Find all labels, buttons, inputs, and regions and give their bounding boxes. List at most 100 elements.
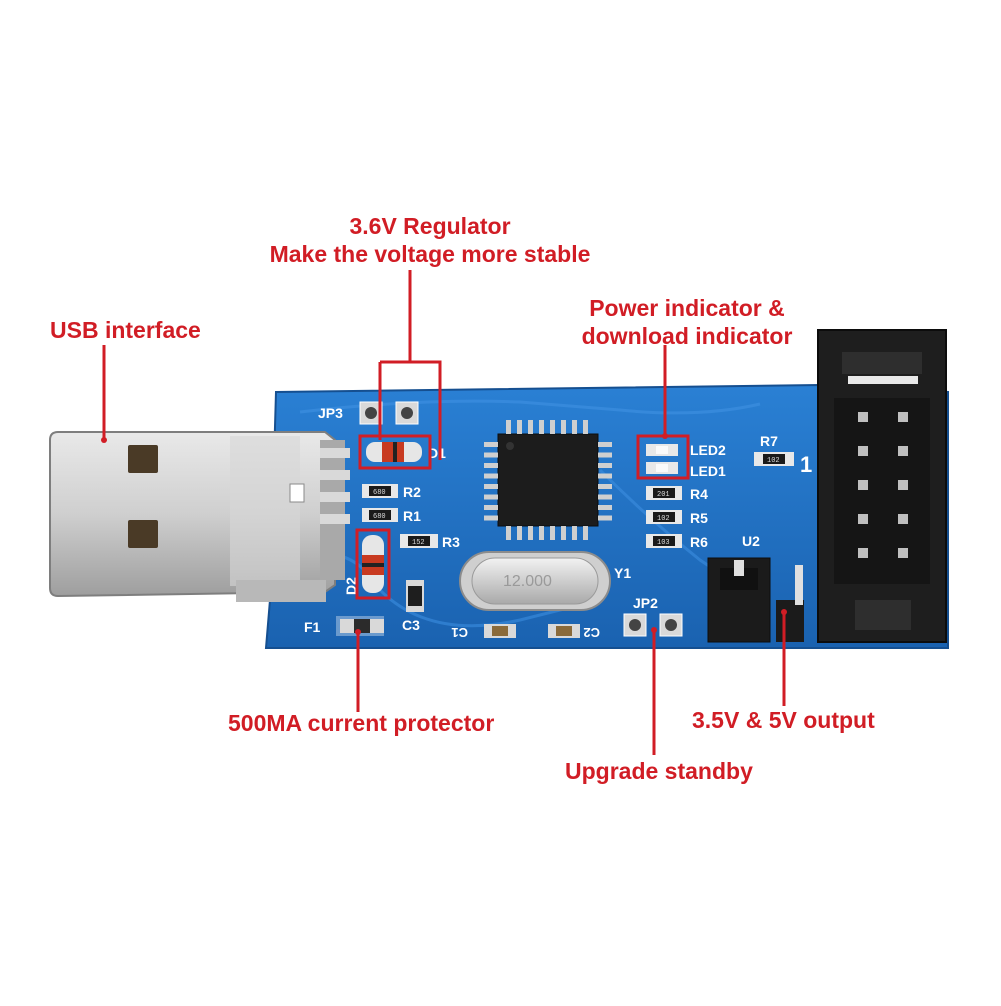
res-r1-code: 680: [373, 513, 386, 521]
diode-d2: D2: [343, 535, 384, 595]
idc-pin: [858, 446, 868, 456]
output-callout: 3.5V & 5V output: [692, 707, 875, 733]
chip-pin-bottom: [550, 526, 555, 540]
usb-callout: USB interface: [50, 317, 201, 343]
chip-pin-left: [484, 494, 498, 500]
jumper-u2: U2: [707, 533, 804, 643]
res-r5-code: 102: [657, 515, 670, 523]
chip-pin-right: [598, 494, 612, 500]
regulator-bracket: [380, 360, 442, 460]
idc-pin: [858, 514, 868, 524]
chip-pin-right: [598, 452, 612, 458]
annotation-overlays: [102, 270, 786, 755]
upgrade-callout: Upgrade standby: [565, 758, 753, 784]
regulator-callout-subtitle: Make the voltage more stable: [269, 241, 591, 267]
idc-header: [817, 329, 947, 643]
silk-led1: LED1: [690, 463, 726, 479]
leader-dots: [101, 433, 787, 635]
d1-highlight-box: [358, 434, 432, 470]
idc-pin: [898, 412, 908, 422]
capacitor-c3: C3: [402, 580, 424, 633]
silk-r1: R1: [403, 508, 421, 524]
res-r4-code: 201: [657, 491, 670, 499]
chip-pin-top: [517, 420, 522, 434]
silk-c2: C2: [583, 625, 600, 640]
chip-pin-right: [598, 515, 612, 521]
idc-pin: [898, 480, 908, 490]
chip-pin-left: [484, 442, 498, 447]
chip-pin-top: [506, 420, 511, 434]
chip-pin-bottom: [539, 526, 544, 540]
chip-pins: [484, 420, 612, 540]
chip-pin-right: [598, 484, 612, 489]
silk-jp2: JP2: [633, 595, 658, 611]
silk-f1: F1: [304, 619, 321, 635]
regulator-callout: 3.6V Regulator Make the voltage more sta…: [250, 212, 610, 268]
chip-pin-right: [598, 505, 612, 510]
chip-pin-bottom: [572, 526, 577, 540]
crystal-y1: 12.000 Y1: [459, 551, 631, 611]
indicator-callout: Power indicator & download indicator: [570, 294, 804, 350]
chip-pin-top: [572, 420, 577, 434]
silk-jp3: JP3: [318, 405, 343, 421]
resistors-right: 201 R4 102 R5 103 R6: [646, 486, 708, 550]
silk-pin1: 1: [800, 452, 812, 477]
chip-pin-left: [484, 515, 498, 521]
indicator-callout-line2: download indicator: [581, 323, 793, 349]
diode-d1: D1: [366, 442, 446, 462]
chip-pin-right: [598, 463, 612, 468]
chip-pin-bottom: [506, 526, 511, 540]
chip-pin-bottom: [528, 526, 533, 540]
chip-pin-left: [484, 452, 498, 458]
fuse-callout: 500MA current protector: [228, 710, 495, 736]
silk-d1: D1: [428, 445, 446, 461]
chip-pin-left: [484, 473, 498, 479]
silk-c3: C3: [402, 617, 420, 633]
silk-r2: R2: [403, 484, 421, 500]
leds: LED2 LED1: [646, 442, 726, 479]
silk-r7: R7: [760, 433, 778, 449]
silk-r6: R6: [690, 534, 708, 550]
silk-u2: U2: [742, 533, 760, 549]
idc-pins: [858, 412, 908, 558]
silk-r4: R4: [690, 486, 708, 502]
res-r6-code: 103: [657, 539, 670, 547]
d2-highlight-box: [355, 528, 391, 600]
chip-pin-bottom: [583, 526, 588, 540]
jp3-pads: JP3: [318, 401, 419, 425]
silk-led2: LED2: [690, 442, 726, 458]
chip-pin-top: [583, 420, 588, 434]
microcontroller-chip: [497, 433, 599, 527]
chip-pin-top: [561, 420, 566, 434]
res-r2-code: 680: [373, 489, 386, 497]
chip-pin-left: [484, 505, 498, 510]
fuse-f1: F1: [304, 616, 384, 636]
capacitors-c1-c2: C1 C2: [451, 624, 600, 640]
chip-pin-left: [484, 463, 498, 468]
res-r7-code: 102: [767, 457, 780, 465]
resistor-r7: R7 102 1: [754, 433, 812, 477]
indicator-callout-line1: Power indicator &: [589, 295, 785, 321]
silk-r3: R3: [442, 534, 460, 550]
idc-pin: [858, 480, 868, 490]
chip-pin-right: [598, 442, 612, 447]
usb-plug: [49, 431, 350, 602]
chip-pin-top: [550, 420, 555, 434]
chip-pin-left: [484, 484, 498, 489]
chip-pin-bottom: [561, 526, 566, 540]
idc-pin: [858, 548, 868, 558]
chip-pin-bottom: [517, 526, 522, 540]
silk-d2: D2: [343, 577, 359, 595]
crystal-marking: 12.000: [503, 573, 552, 590]
silk-y1: Y1: [614, 565, 631, 581]
idc-pin: [898, 446, 908, 456]
idc-pin: [858, 412, 868, 422]
chip-pin-right: [598, 473, 612, 479]
chip-pin-top: [539, 420, 544, 434]
resistors-left: 680 R2 680 R1 152 R3: [362, 484, 460, 550]
chip-pin-top: [528, 420, 533, 434]
silk-c1: C1: [451, 625, 468, 640]
regulator-callout-title: 3.6V Regulator: [349, 213, 511, 239]
